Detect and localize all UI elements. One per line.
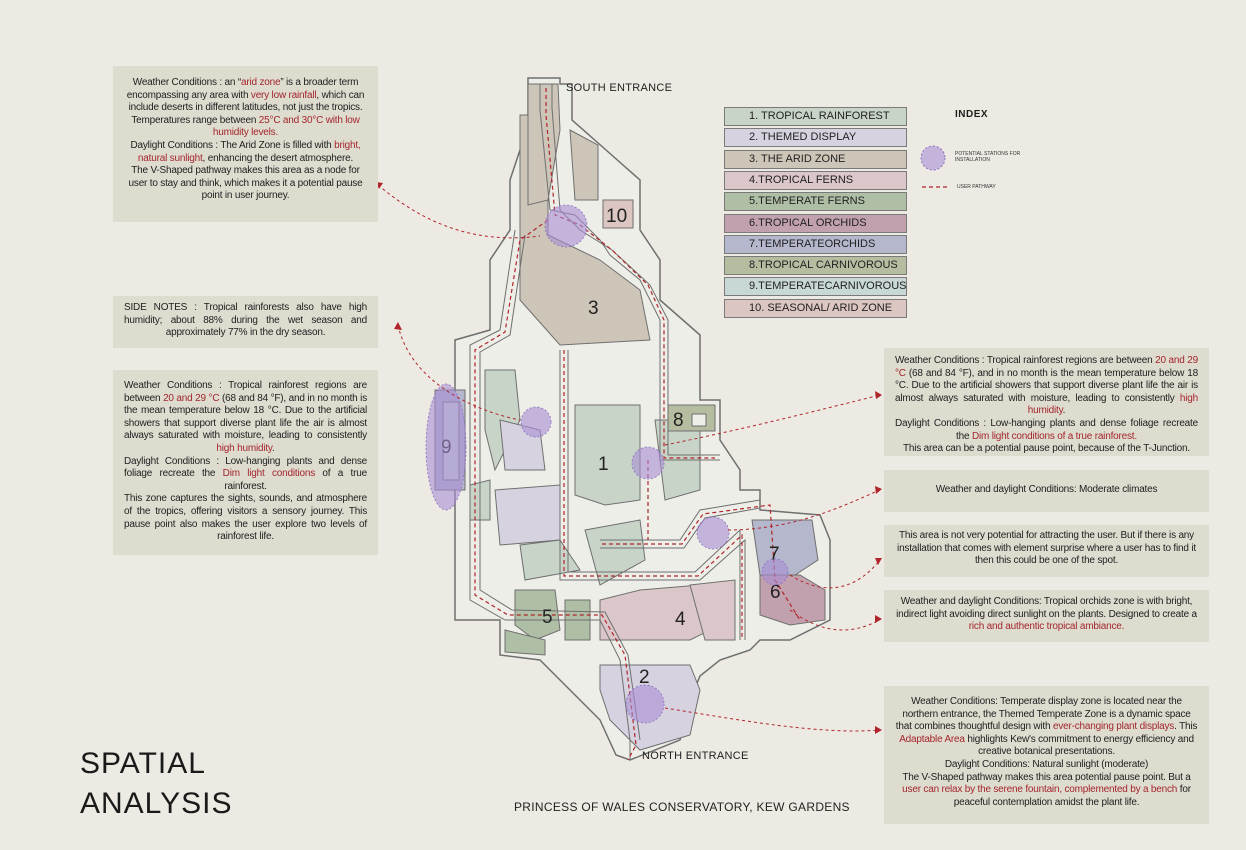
index-item: 4.TROPICAL FERNS	[724, 170, 907, 190]
zone-6-tropical-orchids	[759, 574, 826, 626]
themed-highlight-1: ever-changing plant displays	[1052, 721, 1175, 733]
legend-station-icon	[920, 145, 946, 171]
rf-left-zone-text: This zone captures the sights, sounds, a…	[124, 493, 367, 543]
note-surprise: This area is not very potential for attr…	[884, 525, 1209, 577]
themed-text-1: Weather Conditions: Temperate display zo…	[895, 696, 1191, 733]
orchids-highlight: rich and authentic tropical ambiance.	[968, 621, 1125, 633]
station-moderate	[696, 516, 730, 550]
rf-right-text-2: (68 and 84 °F), and in no month is the m…	[895, 367, 1198, 404]
station-rainforest-left	[520, 406, 552, 438]
rf-right-daylight-highlight: Dim light conditions of a true rainfores…	[971, 430, 1137, 442]
page-title-line-1: SPATIAL	[80, 747, 206, 780]
zone-10-seasonal	[602, 199, 634, 229]
index-item: 10. SEASONAL/ ARID ZONE	[724, 298, 907, 318]
index-item: 7.TEMPERATEORCHIDS	[724, 234, 907, 254]
zone-label-8: 8	[673, 410, 684, 431]
zone-label-1: 1	[598, 454, 609, 475]
zone-label-5: 5	[542, 607, 553, 628]
themed-text-5: for peaceful contemplation amidst the pl…	[953, 784, 1191, 808]
station-orchids	[761, 558, 789, 586]
rf-right-highlight-1: 20 and 29 °C	[895, 355, 1199, 379]
rf-right-text-1: Weather Conditions : Tropical rainforest…	[895, 355, 1156, 366]
page-title-line-2: ANALYSIS	[80, 787, 233, 820]
rf-right-text-3: .	[1062, 405, 1066, 417]
rf-left-highlight-1: 20 and 29 °C	[163, 392, 220, 404]
south-entrance-label: SOUTH ENTRANCE	[566, 82, 673, 94]
rf-right-highlight-2: high humidity	[1027, 392, 1198, 417]
arid-daylight-highlight: bright, natural sunlight	[137, 139, 361, 164]
note-orchids: Weather and daylight Conditions: Tropica…	[884, 590, 1209, 642]
zone-1-rainforest-e	[584, 519, 646, 586]
zone-label-7: 7	[769, 544, 780, 565]
zone-5-b	[504, 629, 546, 656]
index-title: INDEX	[955, 109, 989, 120]
zone-label-10: 10	[606, 206, 627, 227]
station-carnivorous	[425, 383, 467, 511]
note-rainforest-right: Weather Conditions : Tropical rainforest…	[884, 348, 1209, 456]
rf-left-highlight-2: high humidity	[216, 442, 272, 454]
note-arid-zone: Weather Conditions : an “arid zone” is a…	[113, 66, 378, 222]
rf-left-text-1: Weather Conditions : Tropical rainforest…	[124, 380, 367, 404]
zone-label-3: 3	[588, 298, 599, 319]
rf-left-daylight-tail: of a true rainforest.	[224, 468, 367, 492]
station-arid	[544, 204, 588, 248]
caption: PRINCESS OF WALES CONSERVATORY, KEW GARD…	[514, 800, 850, 814]
zone-3-arid-top-right	[569, 129, 599, 201]
legend-pathway-label: USER PATHWAY	[957, 184, 996, 190]
note-rainforest-left: Weather Conditions : Tropical rainforest…	[113, 370, 378, 555]
zone-label-6: 6	[770, 582, 781, 603]
rf-right-daylight: Daylight Conditions : Low-hanging plants…	[895, 417, 1198, 442]
index-item: 9.TEMPERATECARNIVOROUS	[724, 277, 907, 297]
rf-left-text-2: (68 and 84 °F), and in no month is the m…	[124, 392, 367, 442]
themed-text-2: . This	[1174, 721, 1198, 733]
note-side: SIDE NOTES : Tropical rainforests also h…	[113, 296, 378, 348]
zone-1-rainforest-c	[494, 484, 561, 546]
themed-daylight: Daylight Conditions: Natural sunlight (m…	[944, 758, 1149, 770]
potential-stations	[425, 204, 789, 724]
index-item: 8.TROPICAL CARNIVOROUS	[724, 256, 907, 276]
index-item: 3. THE ARID ZONE	[724, 149, 907, 169]
arid-highlight-1: arid zone	[240, 77, 281, 88]
zone-label-4: 4	[675, 609, 686, 630]
themed-text-3: highlights Kew's commitment to energy ef…	[964, 733, 1194, 758]
arid-text-1: Weather Conditions : an “	[132, 77, 241, 88]
north-entrance-label: NORTH ENTRANCE	[642, 750, 749, 762]
arid-text-3: , which can include deserts in different…	[128, 89, 365, 126]
index-item: 6.TROPICAL ORCHIDS	[724, 213, 907, 233]
orchids-text: Weather and daylight Conditions: Tropica…	[896, 596, 1197, 620]
index-item: 5.TEMPERATE FERNS	[724, 192, 907, 212]
arid-highlight-3: 25°C and 30°C with low humidity levels.	[212, 114, 360, 139]
index-item: 1. TROPICAL RAINFOREST	[724, 107, 907, 126]
arid-daylight-text: Daylight Conditions : The Arid Zone is f…	[130, 139, 335, 151]
themed-highlight-3: user can relax by the serene fountain, c…	[902, 784, 1178, 796]
legend-stations-label: POTENTIAL STATIONS FOR INSTALLATION	[955, 151, 1021, 163]
zone-1-rainforest	[574, 404, 641, 506]
note-connectors	[377, 184, 881, 732]
arid-highlight-2: very low rainfall	[250, 89, 317, 101]
zone-1-rainforest-f	[519, 539, 581, 581]
zone-8-inner	[691, 413, 707, 427]
note-themed-display: Weather Conditions: Temperate display zo…	[884, 686, 1209, 824]
rf-right-pause-text: This area can be a potential pause point…	[903, 443, 1190, 455]
themed-highlight-2: Adaptable Area	[899, 733, 965, 745]
themed-text-4: The V-Shaped pathway makes this area pot…	[902, 771, 1191, 783]
arid-daylight-tail: , enhancing the desert atmosphere.	[202, 152, 354, 164]
index-item: 2. THEMED DISPLAY	[724, 128, 907, 148]
station-t-junction	[631, 446, 665, 480]
zone-4-b	[689, 579, 736, 641]
zone-5-temperate-ferns	[514, 589, 561, 641]
station-themed	[625, 684, 665, 724]
arid-pathway-text: The V-Shaped pathway makes this area as …	[128, 165, 363, 202]
zone-label-2: 2	[639, 667, 650, 688]
rf-left-daylight: Daylight Conditions : Low-hanging plants…	[124, 455, 367, 480]
pathway-network	[469, 84, 761, 760]
rf-left-text-3: .	[272, 442, 275, 454]
rf-left-daylight-highlight: Dim light conditions	[222, 468, 316, 480]
arid-text-2: ” is a broader term encompassing any are…	[126, 77, 359, 101]
note-moderate: Weather and daylight Conditions: Moderat…	[884, 470, 1209, 512]
